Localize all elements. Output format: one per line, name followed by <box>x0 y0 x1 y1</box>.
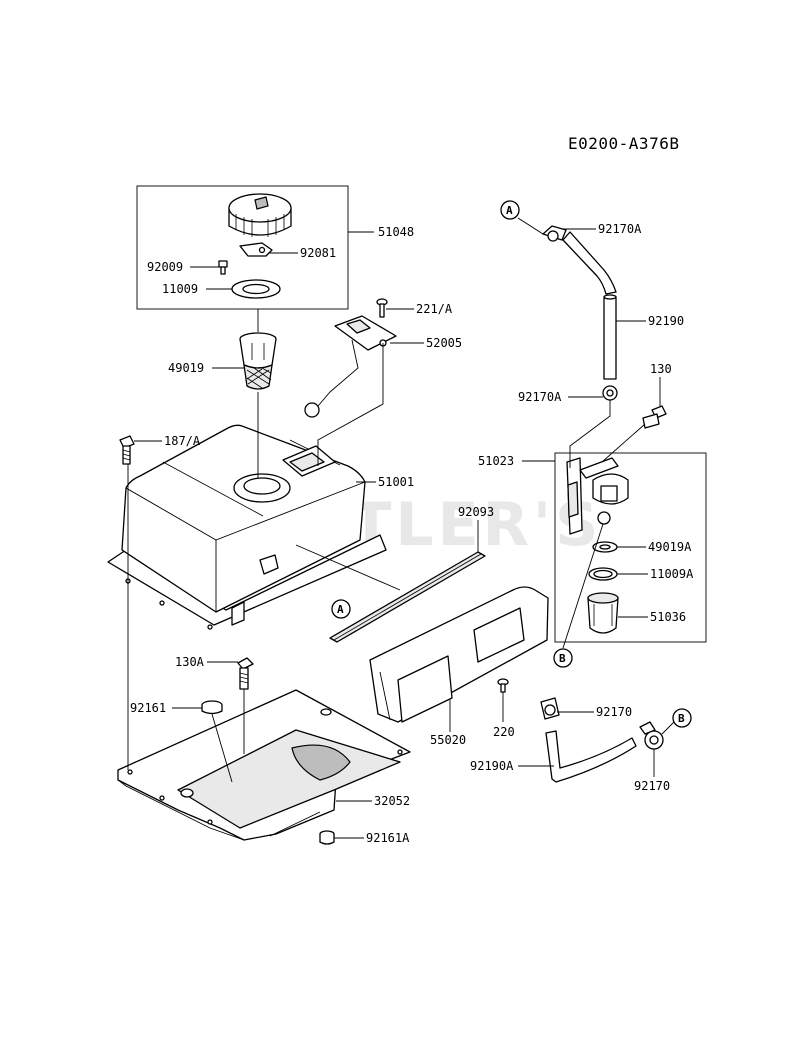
valve-o-ring[interactable] <box>588 567 618 581</box>
svg-text:B: B <box>559 652 566 665</box>
tank-bolt[interactable] <box>119 435 135 465</box>
fuel-hose[interactable] <box>603 294 617 380</box>
fuel-tank[interactable] <box>107 424 387 630</box>
sediment-cup[interactable] <box>587 592 619 634</box>
label-49019: 49019 <box>168 361 204 375</box>
rubber-strip[interactable] <box>329 551 486 643</box>
hose-clamp-top[interactable] <box>542 225 567 242</box>
label-11009a: 11009A <box>650 567 694 581</box>
hose-clamp-lower-b[interactable] <box>639 721 664 750</box>
label-92190: 92190 <box>648 314 684 328</box>
cap-gasket[interactable] <box>231 279 281 299</box>
cap-screw[interactable] <box>218 260 228 275</box>
valve-bolt[interactable] <box>642 405 667 429</box>
label-55020: 55020 <box>430 733 466 747</box>
gauge-screw[interactable] <box>376 298 388 318</box>
label-92190a: 92190A <box>470 759 514 773</box>
ref-b-valve: B <box>553 648 573 668</box>
ref-a-top: A <box>500 200 520 220</box>
label-51036: 51036 <box>650 610 686 624</box>
label-221a: 221/A <box>416 302 453 316</box>
label-52005: 52005 <box>426 336 462 350</box>
rubber-cap[interactable] <box>201 700 223 715</box>
svg-text:A: A <box>337 603 344 616</box>
svg-text:A: A <box>506 204 513 217</box>
label-187a: 187/A <box>164 434 201 448</box>
label-220: 220 <box>493 725 515 739</box>
fuel-hose-elbow[interactable] <box>562 231 617 295</box>
heat-shield[interactable] <box>369 586 549 723</box>
fuel-valve[interactable] <box>566 457 629 535</box>
label-130a: 130A <box>175 655 205 669</box>
fuel-cap[interactable] <box>228 193 292 237</box>
label-92081: 92081 <box>300 246 336 260</box>
fuel-gauge[interactable] <box>304 315 397 418</box>
diagram-id: E0200-A376B <box>568 134 679 153</box>
hose-clamp-middle[interactable] <box>602 385 618 401</box>
label-49019a: 49019A <box>648 540 692 554</box>
label-92009: 92009 <box>147 260 183 274</box>
label-51048: 51048 <box>378 225 414 239</box>
fuel-valve-box <box>554 452 707 643</box>
base-plate[interactable] <box>117 689 411 841</box>
cap-assembly-box <box>136 185 349 310</box>
label-92093: 92093 <box>458 505 494 519</box>
ref-a-tank: A <box>331 599 351 619</box>
label-92170-b: 92170 <box>634 779 670 793</box>
label-32052: 32052 <box>374 794 410 808</box>
leader-lines <box>127 217 675 839</box>
label-51023: 51023 <box>478 454 514 468</box>
label-92170a-mid: 92170A <box>518 390 562 404</box>
label-92170-a: 92170 <box>596 705 632 719</box>
cap-tether[interactable] <box>239 242 273 257</box>
ref-b-hose: B <box>672 708 692 728</box>
hose-clamp-lower-a[interactable] <box>540 697 560 720</box>
part-labels: 51048 92081 92009 11009 221/A 52005 4901… <box>130 222 694 845</box>
label-11009: 11009 <box>162 282 198 296</box>
shield-screw[interactable] <box>497 678 509 693</box>
label-92161a: 92161A <box>366 831 410 845</box>
label-92161: 92161 <box>130 701 166 715</box>
svg-text:B: B <box>678 712 685 725</box>
label-92170a-top: 92170A <box>598 222 642 236</box>
plate-bolt[interactable] <box>237 657 254 690</box>
label-51001: 51001 <box>378 475 414 489</box>
rubber-cap-a[interactable] <box>319 830 335 845</box>
label-130: 130 <box>650 362 672 376</box>
fuel-hose-lower[interactable] <box>545 730 637 783</box>
fuel-strainer[interactable] <box>239 332 277 390</box>
